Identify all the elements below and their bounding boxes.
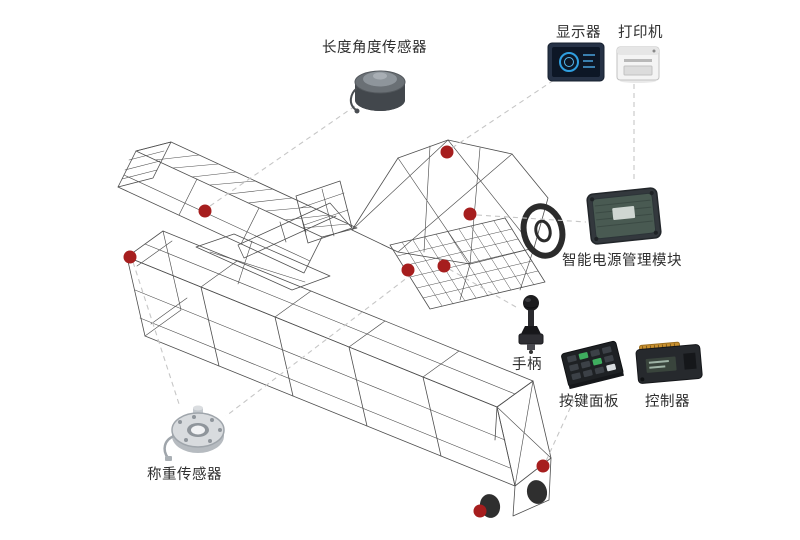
callout-connector-line: [132, 261, 181, 408]
callout-connector-line: [448, 268, 517, 308]
power-module-label: 智能电源管理模块: [562, 253, 682, 269]
callout-connector-line: [545, 392, 578, 462]
callout-connector-line: [225, 273, 413, 417]
keypad-label: 按键面板: [559, 394, 619, 410]
controller-image: [632, 337, 706, 389]
controller-label: 控制器: [645, 394, 690, 410]
component-location-marker: [401, 263, 415, 277]
crane-wheel-icon: [520, 203, 566, 259]
length-angle-sensor-label: 长度角度传感器: [322, 40, 427, 56]
component-location-marker: [473, 504, 487, 518]
handle-label: 手柄: [512, 357, 542, 373]
length-angle-sensor-image: [348, 58, 412, 116]
monitor-icon: [547, 42, 605, 82]
rear-wheel-icon: [526, 480, 548, 504]
callout-connector-line: [451, 75, 561, 149]
printer-icon: [616, 46, 660, 83]
callout-overlay: [123, 75, 635, 518]
load-cell-icon: [163, 405, 225, 461]
wheel-graphics: [479, 203, 566, 518]
load-sensor-image: [160, 400, 230, 464]
handle-image: [513, 294, 549, 354]
button-panel-icon: [561, 340, 625, 390]
printer-label: 打印机: [618, 25, 663, 41]
load-sensor-label: 称重传感器: [147, 467, 222, 483]
joystick-icon: [518, 295, 544, 354]
power-management-module-icon: [586, 187, 662, 245]
component-location-marker: [437, 259, 451, 273]
callout-connector-line: [476, 214, 587, 223]
component-location-marker: [463, 207, 477, 221]
display-label: 显示器: [556, 25, 601, 41]
crane-wireframe: [117, 139, 552, 517]
component-location-marker: [536, 459, 550, 473]
display-image: [547, 42, 605, 84]
crane-wheel-hub-icon: [534, 219, 552, 243]
component-location-marker: [198, 204, 212, 218]
power-module-image: [583, 183, 665, 249]
keypad-image: [556, 333, 628, 393]
callout-connector-line: [209, 103, 359, 207]
controller-box-icon: [635, 341, 703, 384]
component-location-marker: [123, 250, 137, 264]
cable-reel-sensor-icon: [349, 70, 406, 114]
printer-image: [614, 43, 662, 83]
component-location-marker: [440, 145, 454, 159]
